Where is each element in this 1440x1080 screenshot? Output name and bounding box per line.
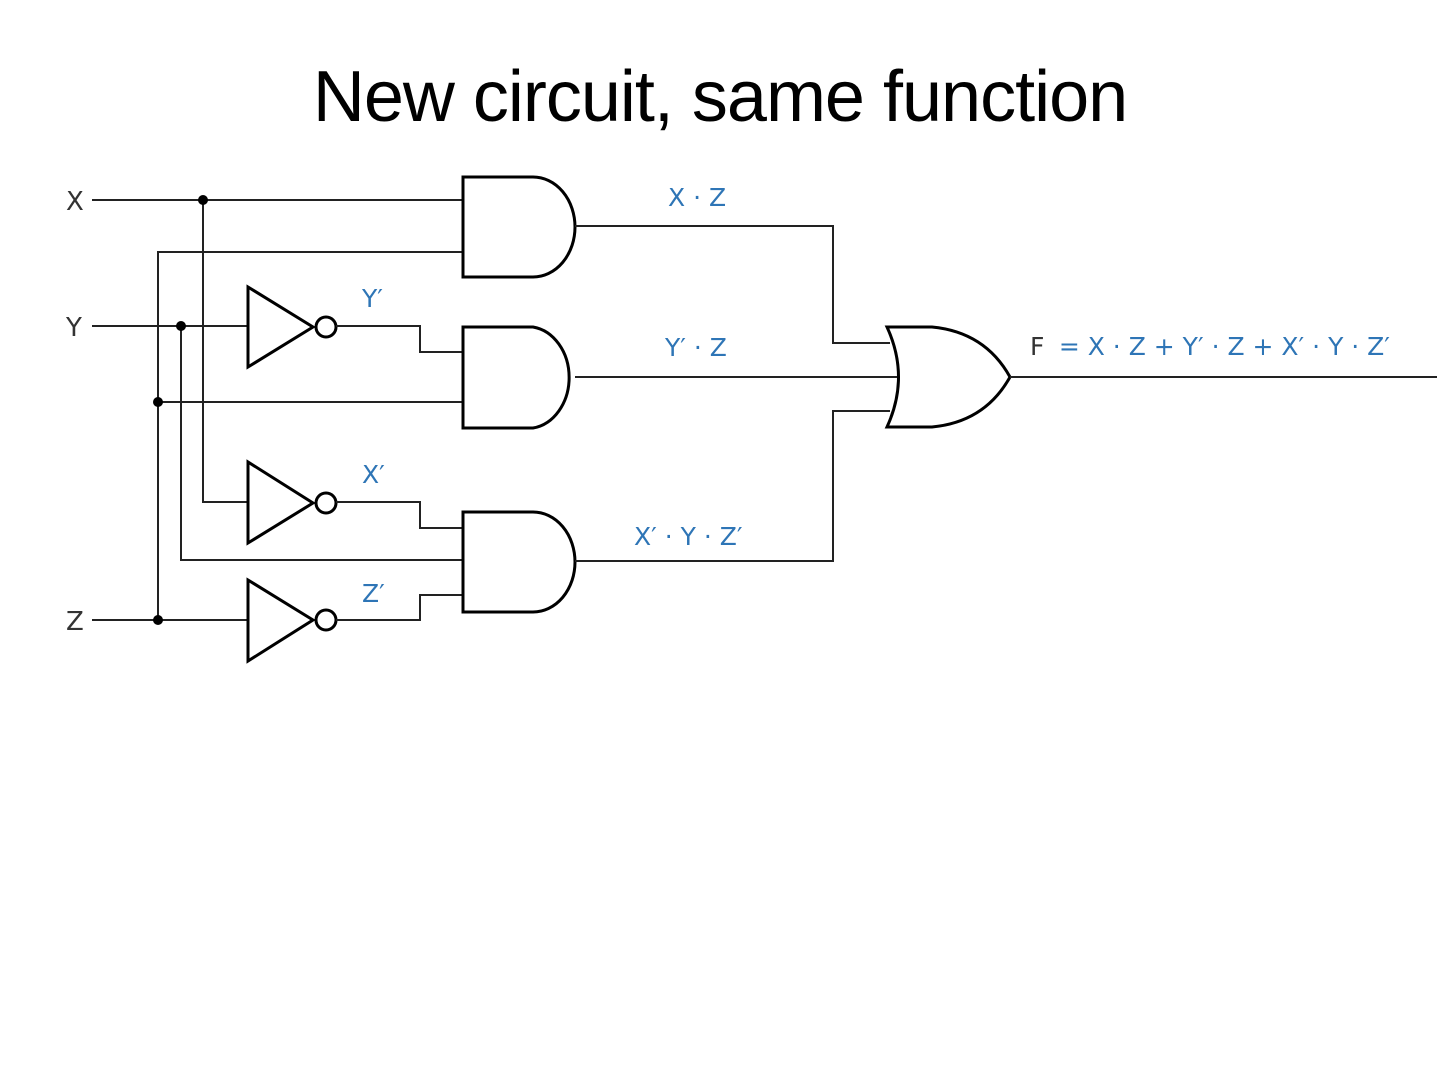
wire-x-not-output [336, 501, 463, 529]
and-gate-2 [461, 325, 571, 430]
and-gate-1 [461, 175, 577, 279]
junction-dot-y [176, 321, 186, 331]
label-and3-output: X′ · Y · Z′ [634, 522, 743, 551]
label-and2-output: Y′ · Z [664, 333, 727, 362]
junction-dot-z-lower [153, 615, 163, 625]
label-and1-output: X · Z [668, 183, 726, 212]
wire-z-not-output [336, 594, 463, 621]
not-gate-z [246, 577, 338, 664]
wire-x-bus [202, 200, 248, 503]
wire-y-not-output [336, 325, 463, 353]
slide-title: New circuit, same function [312, 57, 1128, 137]
not-gate-y [246, 284, 338, 370]
input-label-x: X [66, 187, 84, 217]
output-expression: F = X · Z + Y′ · Z + X′ · Y · Z′ [1030, 332, 1390, 361]
label-x-not: X′ [362, 460, 385, 489]
input-label-y: Y [65, 313, 82, 343]
junction-dot-z-upper [153, 397, 163, 407]
output-f-label: F [1030, 332, 1044, 361]
not-gate-x [246, 459, 338, 546]
wire-z-bus [157, 251, 463, 620]
junction-dot-x [198, 195, 208, 205]
wire-and3-output [575, 410, 890, 562]
and-gate-3 [461, 510, 577, 614]
wire-and1-output [575, 225, 890, 344]
label-y-not: Y′ [361, 284, 383, 313]
wire-y-bus [180, 326, 463, 561]
output-f-expression: = X · Z + Y′ · Z + X′ · Y · Z′ [1059, 332, 1390, 361]
label-z-not: Z′ [362, 579, 385, 608]
input-label-z: Z [66, 607, 84, 637]
or-gate [884, 325, 1012, 429]
